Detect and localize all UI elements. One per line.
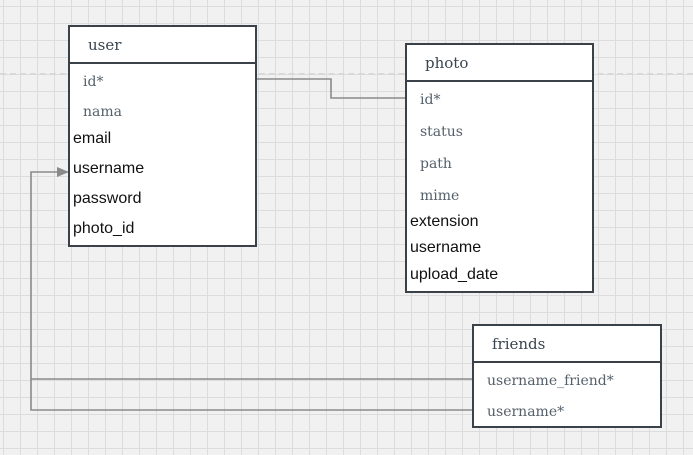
photo-field-upload-date[interactable]: upload_date (410, 266, 499, 283)
photo-field-id[interactable]: id* (420, 92, 441, 108)
user-field-photo-id[interactable]: photo_id (73, 220, 135, 237)
photo-field-path[interactable]: path (420, 156, 452, 172)
connector-friends-username-friend-to-user-username[interactable] (30, 167, 472, 380)
connector-friends-username-to-user-username[interactable] (30, 379, 472, 411)
page-break-line (0, 73, 693, 75)
photo-field-mime[interactable]: mime (420, 188, 460, 204)
friends-field-username[interactable]: username* (487, 404, 565, 420)
table-photo-header[interactable]: photo (407, 45, 592, 82)
user-field-nama[interactable]: nama (83, 104, 122, 120)
table-friends[interactable]: friends username_friend* username* (472, 324, 662, 428)
user-field-username[interactable]: username (73, 160, 145, 177)
photo-field-username[interactable]: username (410, 239, 482, 256)
friends-field-username-friend[interactable]: username_friend* (487, 373, 614, 389)
photo-field-status[interactable]: status (420, 124, 463, 140)
table-photo[interactable]: photo id* status path mime extension use… (405, 43, 594, 293)
user-field-id[interactable]: id* (83, 74, 104, 90)
user-field-password[interactable]: password (73, 190, 142, 207)
table-user[interactable]: user id* nama email username password ph… (68, 25, 257, 247)
table-user-header[interactable]: user (70, 27, 255, 64)
table-friends-header[interactable]: friends (474, 326, 660, 363)
photo-field-extension[interactable]: extension (410, 213, 479, 230)
connector-user-id-to-photo-id[interactable] (257, 78, 405, 99)
user-field-email[interactable]: email (73, 130, 112, 147)
